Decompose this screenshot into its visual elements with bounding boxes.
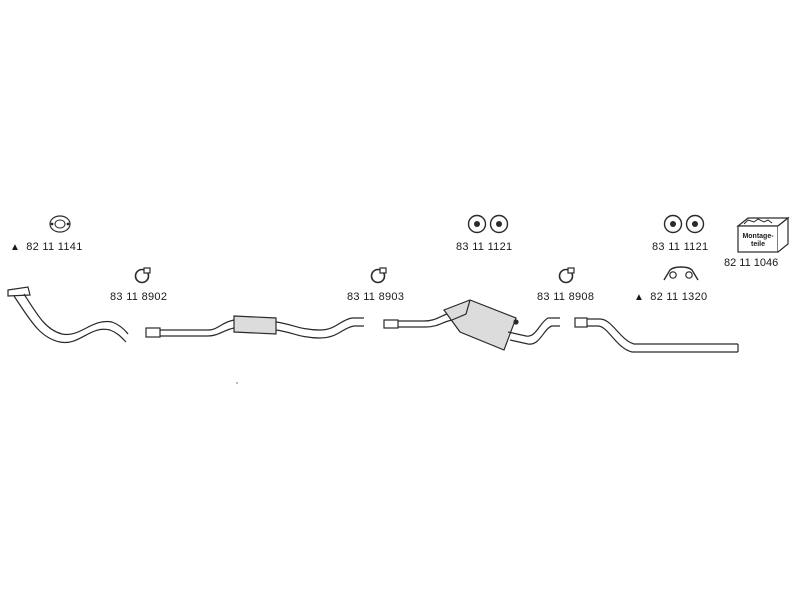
part-number-clamp-1: 83 11 8902 bbox=[110, 291, 168, 303]
part-number-gasket: ▲82 11 1141 bbox=[10, 241, 83, 253]
rear-muffler-assembly bbox=[383, 299, 560, 351]
front-pipe bbox=[7, 286, 129, 344]
part-number-mounting-kit: 82 11 1046 bbox=[724, 257, 779, 269]
rubber-hanger-icon bbox=[467, 214, 509, 234]
part-number-clamp-3: 83 11 8908 bbox=[537, 291, 595, 303]
clamp-icon bbox=[558, 267, 575, 284]
clamp-icon bbox=[134, 267, 151, 284]
mounting-kit-box-icon: Montage- teile bbox=[734, 214, 794, 254]
middle-pipe bbox=[145, 315, 364, 339]
stray-dot bbox=[236, 382, 238, 384]
part-number-bracket: ▲82 11 1320 bbox=[634, 291, 708, 303]
rubber-hanger-icon bbox=[663, 214, 705, 234]
mounting-kit-box-text-1: Montage- bbox=[742, 233, 774, 240]
triangle-marker-icon: ▲ bbox=[634, 292, 645, 303]
part-number-hangers-1: 83 11 1121 bbox=[456, 241, 513, 253]
part-number-clamp-2: 83 11 8903 bbox=[347, 291, 405, 303]
tail-pipe bbox=[574, 317, 739, 353]
triangle-marker-icon: ▲ bbox=[10, 242, 21, 253]
bracket-icon bbox=[663, 266, 699, 281]
gasket-icon bbox=[49, 215, 71, 233]
mounting-kit-box-text-2: teile bbox=[750, 241, 765, 248]
clamp-icon bbox=[370, 267, 387, 284]
part-number-hangers-2: 83 11 1121 bbox=[652, 241, 709, 253]
